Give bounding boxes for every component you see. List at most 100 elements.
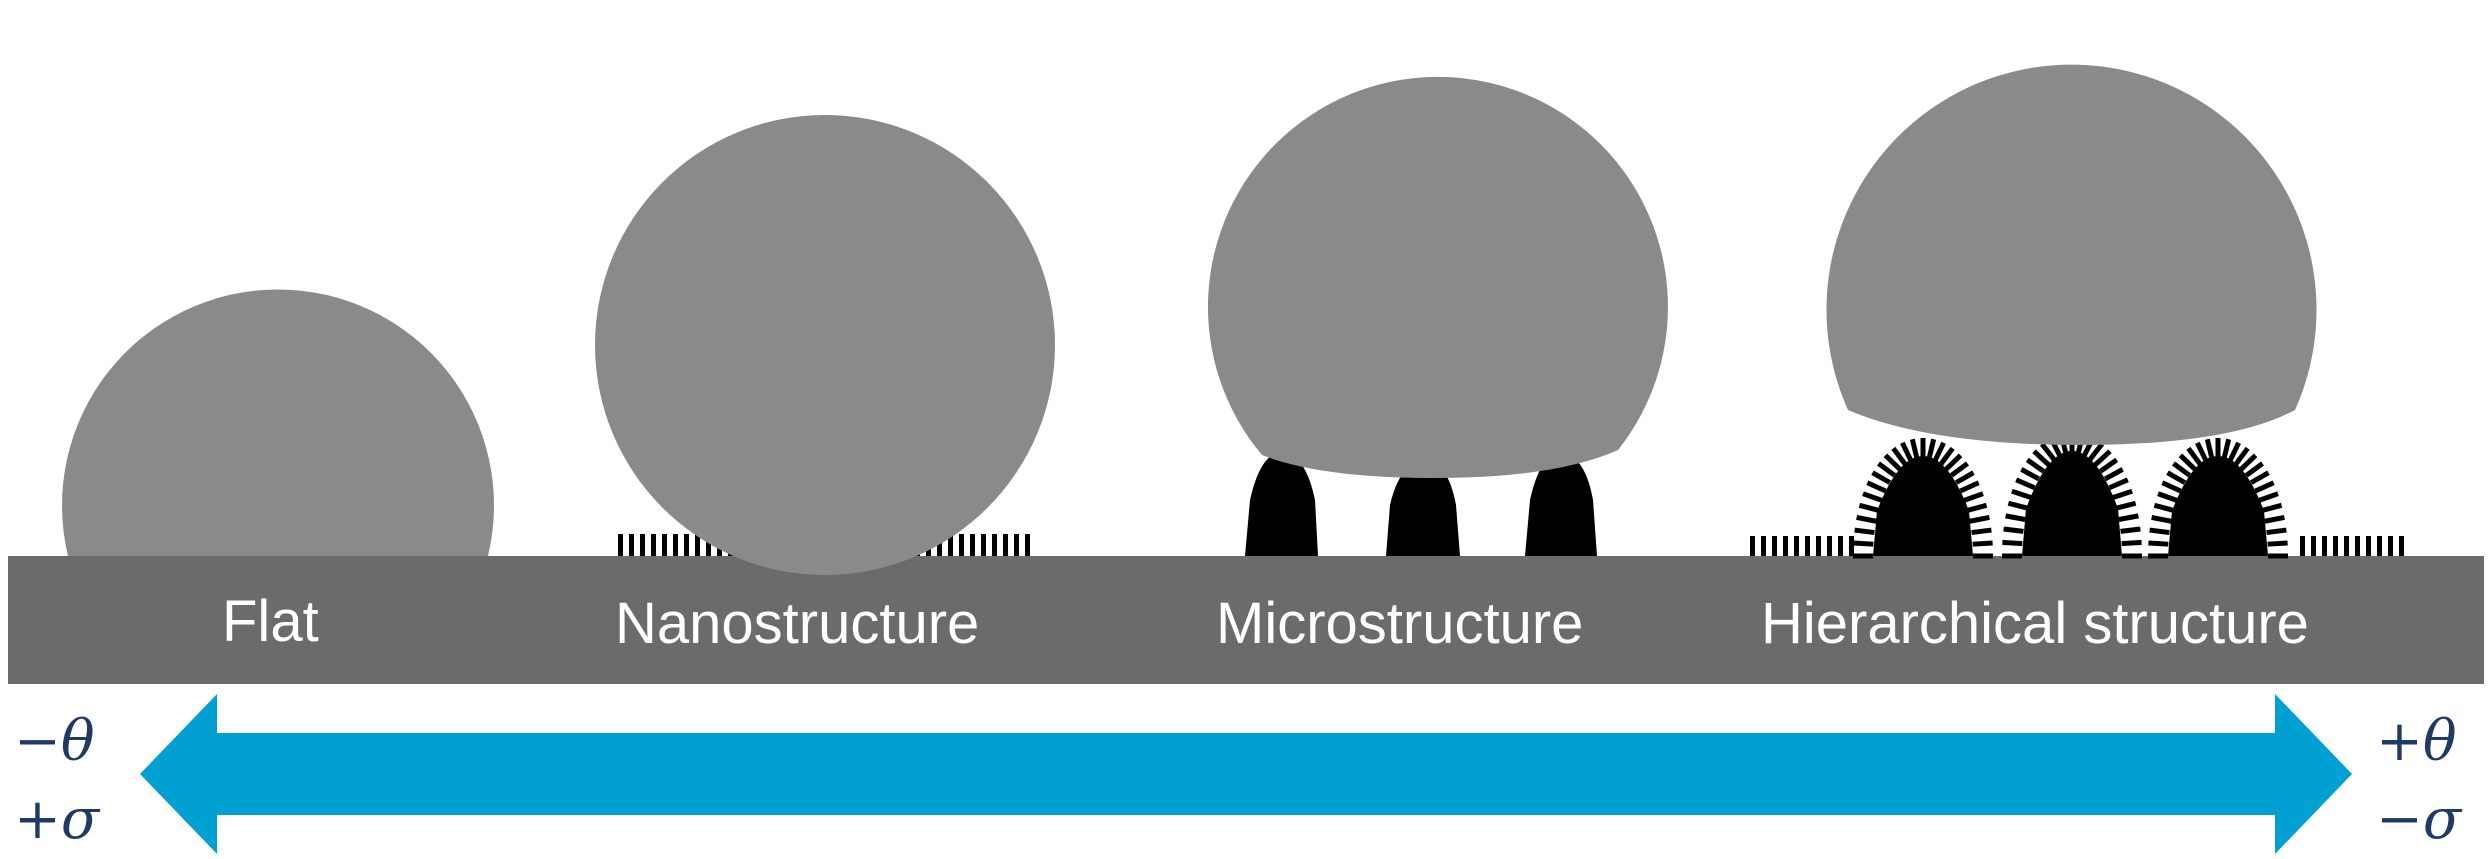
hier-bump-hair	[2093, 449, 2112, 467]
hier-nano-pillar	[1805, 536, 1810, 556]
hier-bump-hair	[2020, 467, 2041, 482]
hier-bump-hair	[1856, 514, 1877, 524]
hier-bump-hair	[1853, 540, 1874, 547]
nano-pillar	[1014, 534, 1019, 556]
hier-bump-hair	[2002, 539, 2023, 547]
hier-bump-hair	[1969, 514, 1990, 524]
hier-bump-hair	[2115, 500, 2137, 511]
hier-nano-pillar	[2399, 536, 2404, 556]
nano-pillar	[618, 534, 623, 556]
label-nanostructure: Nanostructure	[615, 591, 980, 656]
hier-bump-hair	[1954, 470, 1975, 485]
label-hierarchical-structure: Hierarchical structure	[1761, 591, 2309, 656]
nano-pillar	[651, 534, 656, 556]
hier-bump-hair	[2121, 539, 2142, 547]
nano-pillar	[629, 534, 634, 556]
hier-bump-hair	[1891, 446, 1908, 466]
hier-bump-hair	[2195, 441, 2209, 462]
hier-bump-hair	[2166, 470, 2187, 485]
hier-bump-hair	[1932, 441, 1946, 462]
hier-bump-hair	[2267, 540, 2288, 547]
hier-bump	[2168, 456, 2268, 556]
hier-bump-hair	[2221, 438, 2232, 460]
micro-bump-1	[1245, 452, 1318, 556]
hier-nano-pillar	[2366, 536, 2371, 556]
hier-nano-pillar	[1838, 536, 1843, 556]
nano-pillar	[695, 534, 700, 556]
hier-bump-hair	[1854, 527, 1875, 536]
hier-bump-hair	[2264, 514, 2285, 524]
hier-bump-hair	[2025, 457, 2046, 474]
hier-nano-pillar	[2322, 536, 2327, 556]
right-sigma-label: −σ	[2376, 787, 2462, 852]
nano-pillar	[673, 534, 678, 556]
droplet-microstructure	[1207, 76, 1668, 479]
nano-pillar	[970, 534, 975, 556]
hier-nano-pillar	[1772, 536, 1777, 556]
hier-bump-hair	[2108, 477, 2129, 491]
hier-bump-hair	[2249, 470, 2270, 485]
hier-bump-hair	[2112, 488, 2133, 500]
hier-nano-pillar	[2355, 536, 2360, 556]
nano-pillar	[948, 534, 953, 556]
hier-bump-hair	[2011, 488, 2032, 500]
hier-bump-hair	[2098, 457, 2119, 474]
hier-bump-hair	[2087, 442, 2105, 462]
hier-bump-hair	[2148, 540, 2169, 547]
hier-bump-hair	[1871, 470, 1892, 485]
hier-bump-hair	[1877, 461, 1897, 478]
nano-pillar	[1003, 534, 1008, 556]
hier-bump-hair	[1971, 527, 1992, 536]
hier-nano-pillar	[2388, 536, 2393, 556]
hier-bump	[1873, 456, 1973, 556]
nano-pillar	[706, 534, 711, 556]
hier-bump-hair	[2007, 500, 2029, 511]
hier-bump-hair	[1938, 446, 1955, 466]
hier-bump-hair	[1963, 491, 1984, 503]
hier-bump-hair	[2261, 502, 2283, 513]
label-flat: Flat	[222, 589, 319, 654]
hier-bump-hair	[2186, 446, 2203, 466]
hier-bump-hair	[2003, 526, 2024, 534]
hier-bump-hair	[1909, 438, 1920, 460]
droplet-flat	[61, 289, 494, 556]
hier-bump-hair	[1862, 491, 1883, 503]
nano-pillar	[684, 534, 689, 556]
hier-bump-hair	[2153, 502, 2175, 513]
hier-nano-pillar	[2333, 536, 2338, 556]
right-theta-label: +θ	[2376, 709, 2457, 774]
hier-nano-pillar	[2311, 536, 2316, 556]
hier-bump-hair	[2227, 441, 2241, 462]
hier-bump-hair	[2149, 527, 2170, 536]
hier-nano-pillars	[1750, 536, 2404, 556]
hier-bump-hair	[2157, 491, 2178, 503]
hier-bump-hair	[2172, 461, 2192, 478]
hier-bump-hair	[2244, 461, 2264, 478]
hier-nano-pillar	[1816, 536, 1821, 556]
nano-pillar	[959, 534, 964, 556]
hier-bump-hair	[1883, 453, 1902, 472]
hier-bumps	[1853, 433, 2288, 559]
micro-bump-2	[1386, 460, 1460, 556]
hier-bump	[2022, 451, 2122, 556]
hier-bump-hair	[1966, 502, 1988, 513]
hier-bump-hair	[1944, 453, 1963, 472]
hier-bump-hair	[2032, 449, 2051, 467]
hier-nano-pillar	[1849, 536, 1854, 556]
double-arrow	[140, 694, 2352, 854]
hier-bump-hair	[1900, 441, 1914, 462]
hier-bump-hair	[2039, 442, 2057, 462]
hier-nano-pillar	[2344, 536, 2349, 556]
nano-pillar	[981, 534, 986, 556]
hier-bump-hair	[1858, 502, 1880, 513]
hier-bump-hair	[2120, 526, 2141, 534]
hier-bump-hair	[2005, 513, 2026, 522]
nano-pillar	[1025, 534, 1030, 556]
nano-pillar	[992, 534, 997, 556]
hier-bump-hair	[2151, 514, 2172, 524]
hier-bump-hair	[2266, 527, 2287, 536]
nano-pillar	[662, 534, 667, 556]
hier-nano-pillar	[2377, 536, 2382, 556]
